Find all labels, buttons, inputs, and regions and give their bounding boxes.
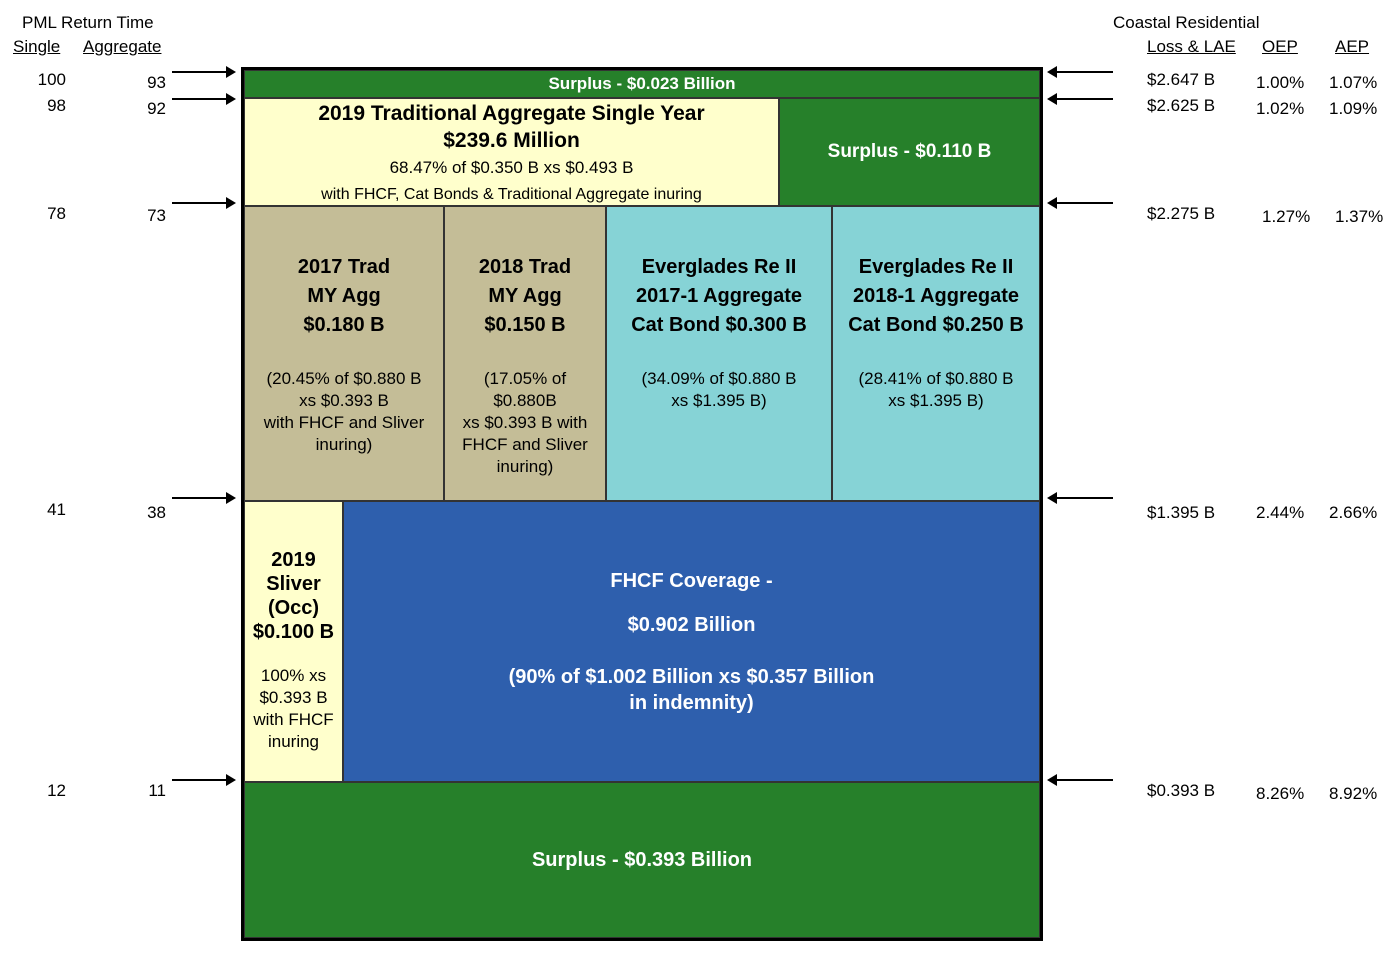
trad-agg-terms: 68.47% of $0.350 B xs $0.493 B bbox=[389, 158, 634, 177]
surplus-bottom-label: Surplus - $0.393 Billion bbox=[531, 849, 753, 871]
level-loss: $0.393 B bbox=[1147, 781, 1216, 800]
level-loss: $2.275 B bbox=[1147, 204, 1216, 223]
level-oep: 2.44% bbox=[1256, 503, 1305, 522]
sliver-title: 2019 bbox=[271, 549, 316, 571]
right-header-title: Coastal Residential bbox=[1113, 13, 1260, 32]
trad-2017-detail: with FHCF and Sliver bbox=[263, 413, 425, 432]
sliver-2019-layer: 2019 Sliver (Occ) $0.100 B 100% xs $0.39… bbox=[244, 501, 343, 782]
level-oep: 1.27% bbox=[1262, 207, 1311, 226]
sliver-amount: $0.100 B bbox=[252, 621, 335, 643]
level-aep: 2.66% bbox=[1329, 503, 1378, 522]
trad-agg-amount: $239.6 Million bbox=[443, 129, 580, 152]
level-arrow-left bbox=[172, 492, 236, 504]
fhcf-terms: (90% of $1.002 Billion xs $0.357 Billion bbox=[508, 666, 875, 688]
trad-2018-subtitle: MY Agg bbox=[488, 285, 562, 307]
trad-2017-detail: inuring) bbox=[315, 435, 373, 454]
trad-2018-detail: (17.05% of bbox=[483, 369, 567, 388]
level-loss: $2.647 B bbox=[1147, 70, 1216, 89]
everglades-2018-amount: Cat Bond $0.250 B bbox=[848, 314, 1024, 336]
sliver-detail: with FHCF bbox=[253, 710, 334, 729]
right-header-loss: Loss & LAE bbox=[1147, 37, 1236, 56]
sliver-detail: inuring bbox=[267, 732, 320, 751]
everglades-2018-detail: (28.41% of $0.880 B bbox=[858, 369, 1014, 388]
fhcf-amount: $0.902 Billion bbox=[627, 614, 756, 636]
trad-2017-subtitle: MY Agg bbox=[307, 285, 381, 307]
level-single: 78 bbox=[47, 204, 66, 223]
trad-2017-layer: 2017 Trad MY Agg $0.180 B (20.45% of $0.… bbox=[244, 206, 444, 501]
sliver-subtitle: Sliver bbox=[266, 573, 321, 595]
level-loss: $2.625 B bbox=[1147, 96, 1216, 115]
trad-2017-detail: xs $0.393 B bbox=[299, 391, 389, 410]
level-oep: 8.26% bbox=[1256, 784, 1305, 803]
level-single: 41 bbox=[47, 500, 66, 519]
trad-agg-2019-layer: 2019 Traditional Aggregate Single Year $… bbox=[244, 98, 779, 206]
everglades-2017-layer: Everglades Re II 2017-1 Aggregate Cat Bo… bbox=[606, 206, 832, 501]
sliver-detail: $0.393 B bbox=[259, 688, 328, 707]
surplus-mid-label: Surplus - $0.110 B bbox=[827, 141, 992, 162]
trad-2018-detail: xs $0.393 B with bbox=[462, 413, 588, 432]
right-header-aep: AEP bbox=[1335, 37, 1370, 56]
fhcf-title: FHCF Coverage - bbox=[610, 570, 773, 592]
surplus-mid-layer: Surplus - $0.110 B bbox=[779, 98, 1040, 206]
fhcf-coverage-layer: FHCF Coverage - $0.902 Billion (90% of $… bbox=[343, 501, 1040, 782]
level-single: 100 bbox=[37, 70, 66, 89]
level-aep: 8.92% bbox=[1329, 784, 1378, 803]
everglades-2017-amount: Cat Bond $0.300 B bbox=[631, 314, 807, 336]
level-arrow-right bbox=[1047, 774, 1113, 786]
level-loss: $1.395 B bbox=[1147, 503, 1216, 522]
level-arrow-left bbox=[172, 66, 236, 78]
trad-agg-title: 2019 Traditional Aggregate Single Year bbox=[318, 102, 705, 125]
everglades-2018-detail: xs $1.395 B) bbox=[888, 391, 984, 410]
level-aggregate: 93 bbox=[147, 73, 166, 92]
trad-agg-inuring: with FHCF, Cat Bonds & Traditional Aggre… bbox=[321, 186, 702, 203]
sliver-detail: 100% xs bbox=[260, 666, 327, 685]
left-header-title: PML Return Time bbox=[22, 13, 154, 32]
fhcf-terms-cont: in indemnity) bbox=[629, 692, 754, 714]
everglades-2017-detail: (34.09% of $0.880 B bbox=[641, 369, 797, 388]
level-aep: 1.09% bbox=[1329, 99, 1378, 118]
surplus-bottom-layer: Surplus - $0.393 Billion bbox=[244, 782, 1040, 938]
level-aggregate: 11 bbox=[148, 781, 166, 800]
trad-2018-layer: 2018 Trad MY Agg $0.150 B (17.05% of $0.… bbox=[444, 206, 606, 501]
trad-2018-title: 2018 Trad bbox=[478, 256, 572, 278]
trad-2017-amount: $0.180 B bbox=[303, 314, 385, 336]
level-aep: 1.37% bbox=[1335, 207, 1384, 226]
left-header-single: Single bbox=[13, 37, 61, 56]
everglades-2018-title: Everglades Re II bbox=[858, 256, 1014, 278]
everglades-2018-layer: Everglades Re II 2018-1 Aggregate Cat Bo… bbox=[832, 206, 1040, 501]
level-arrow-right bbox=[1047, 197, 1113, 209]
level-arrow-left bbox=[172, 197, 236, 209]
level-aep: 1.07% bbox=[1329, 73, 1378, 92]
trad-2018-detail: $0.880B bbox=[493, 391, 557, 410]
level-arrow-left bbox=[172, 93, 236, 105]
everglades-2017-title: Everglades Re II bbox=[641, 256, 797, 278]
left-header-aggregate: Aggregate bbox=[83, 37, 162, 56]
level-single: 98 bbox=[47, 96, 66, 115]
level-aggregate: 73 bbox=[147, 206, 166, 225]
trad-2017-detail: (20.45% of $0.880 B bbox=[266, 369, 422, 388]
level-arrow-left bbox=[172, 774, 236, 786]
level-arrow-right bbox=[1047, 492, 1113, 504]
surplus-top-label: Surplus - $0.023 Billion bbox=[548, 74, 736, 93]
level-aggregate: 92 bbox=[147, 99, 166, 118]
level-aggregate: 38 bbox=[147, 503, 166, 522]
trad-2018-detail: FHCF and Sliver bbox=[462, 435, 588, 454]
level-arrow-right bbox=[1047, 66, 1113, 78]
reinsurance-tower: Surplus - $0.023 Billion 2019 Traditiona… bbox=[241, 67, 1043, 941]
surplus-top-layer: Surplus - $0.023 Billion bbox=[244, 70, 1040, 98]
everglades-2017-detail: xs $1.395 B) bbox=[671, 391, 767, 410]
right-header-oep: OEP bbox=[1262, 37, 1298, 56]
trad-2018-amount: $0.150 B bbox=[484, 314, 566, 336]
everglades-2018-subtitle: 2018-1 Aggregate bbox=[853, 285, 1019, 307]
everglades-2017-subtitle: 2017-1 Aggregate bbox=[636, 285, 802, 307]
level-single: 12 bbox=[47, 781, 66, 800]
level-oep: 1.00% bbox=[1256, 73, 1305, 92]
trad-2017-title: 2017 Trad bbox=[297, 256, 391, 278]
level-arrow-right bbox=[1047, 93, 1113, 105]
level-oep: 1.02% bbox=[1256, 99, 1305, 118]
sliver-type: (Occ) bbox=[267, 597, 320, 619]
trad-2018-detail: inuring) bbox=[496, 457, 554, 476]
